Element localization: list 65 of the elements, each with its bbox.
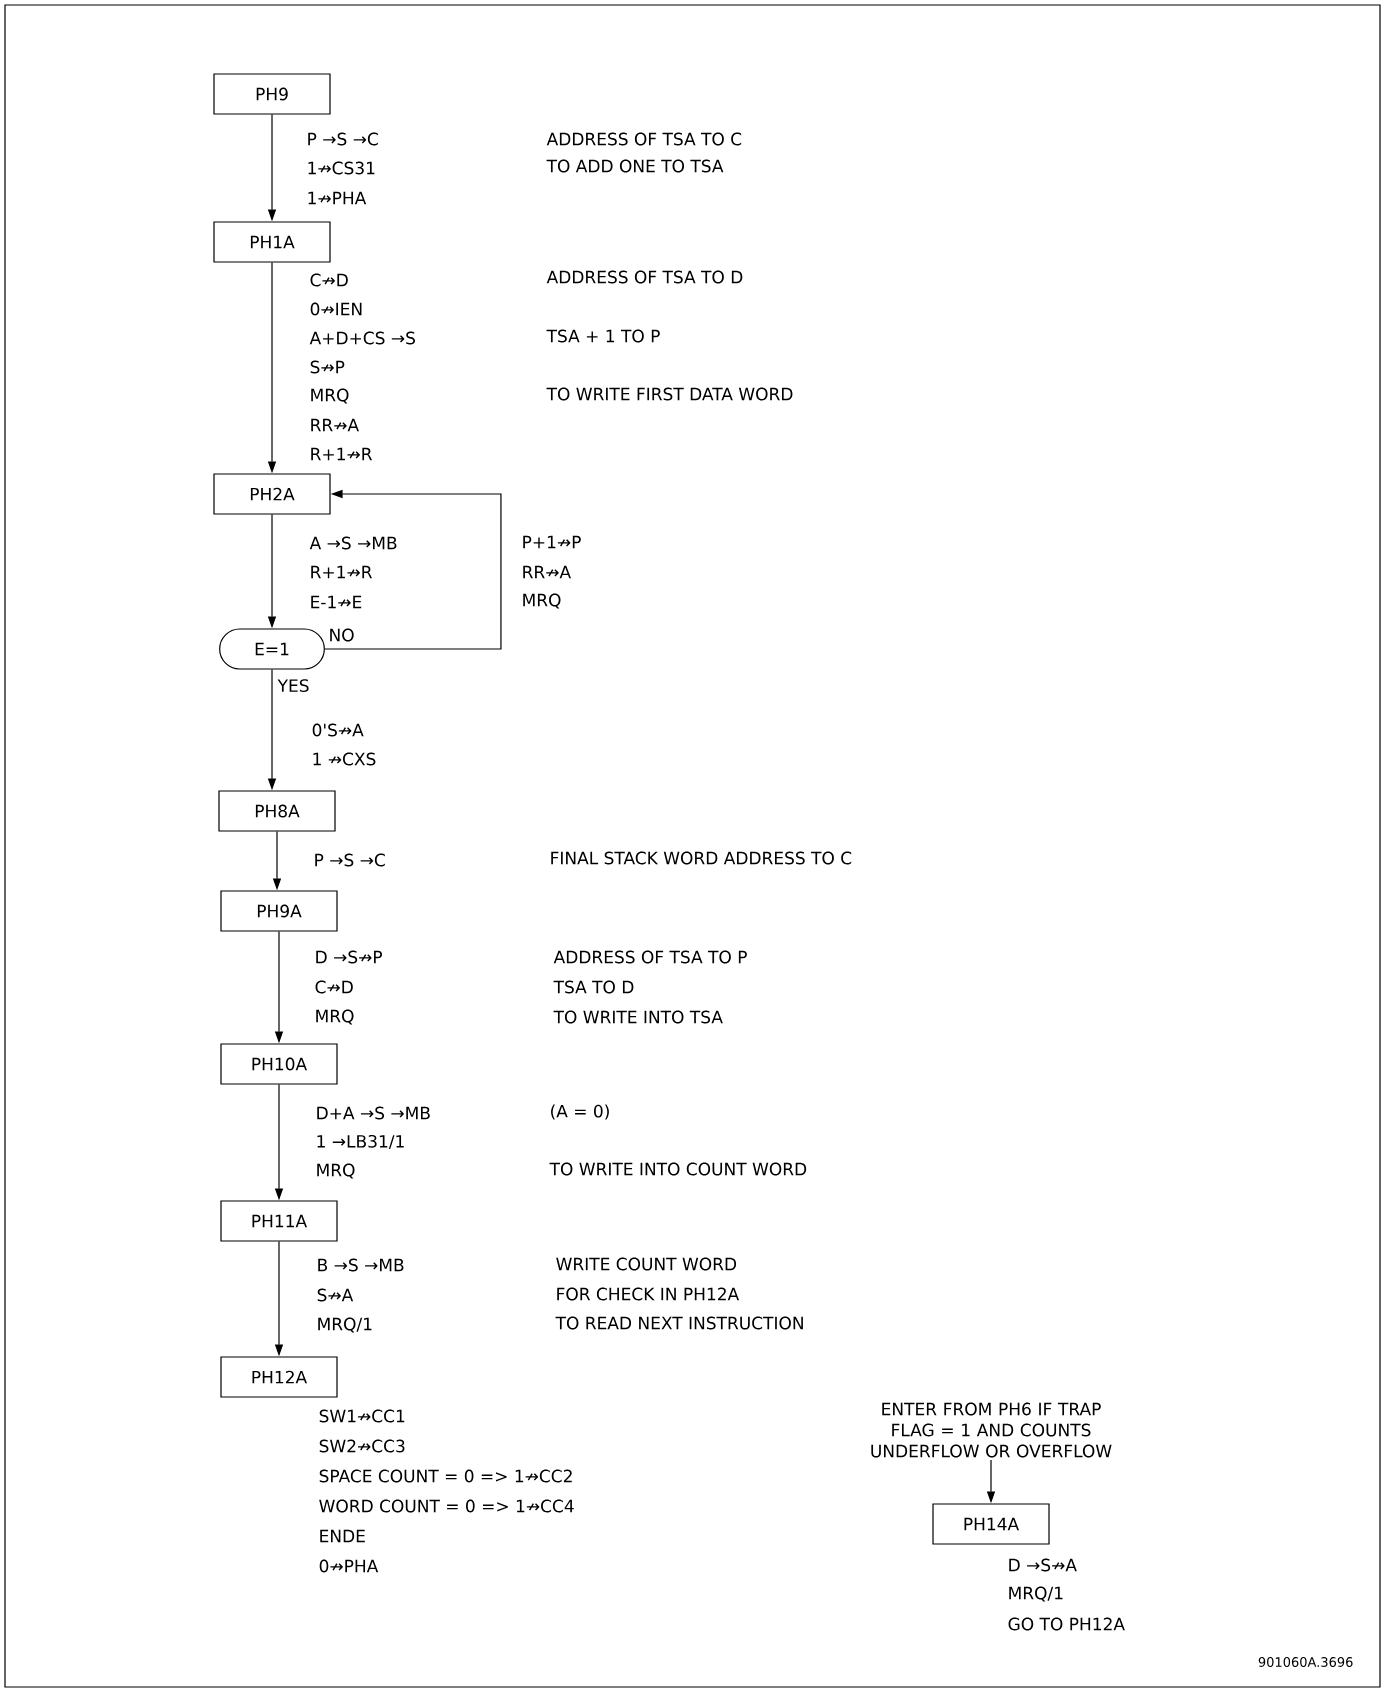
micro-operation-text: D+A →S →MB [317, 1106, 430, 1120]
comment-text: ADDRESS OF TSA TO D [546, 270, 743, 284]
process-box: PH2A [213, 473, 331, 515]
comment-text: TSA + 1 TO P [546, 329, 660, 343]
process-box: PH10A [220, 1043, 338, 1085]
comment-text: TO WRITE INTO COUNT WORD [549, 1162, 807, 1176]
decision-terminal: E=1 [219, 628, 325, 670]
process-box: PH9A [220, 890, 338, 932]
micro-operation-text: RR↛A [311, 418, 359, 432]
process-box: PH14A [932, 1503, 1050, 1545]
micro-operation-text: MRQ [523, 593, 561, 609]
comment-text: ADDRESS OF TSA TO P [553, 950, 747, 964]
comment-text: (A = 0) [551, 1104, 609, 1120]
comment-text: TO WRITE FIRST DATA WORD [546, 387, 793, 401]
process-box: PH1A [213, 221, 331, 263]
micro-operation-text: MRQ [317, 1163, 355, 1179]
micro-operation-text: SW1↛CC1 [319, 1409, 405, 1423]
micro-operation-text: 0↛IEN [310, 302, 362, 316]
micro-operation-text: C↛D [315, 980, 353, 994]
micro-operation-text: B →S →MB [318, 1258, 404, 1272]
comment-text: TO WRITE INTO TSA [553, 1010, 723, 1024]
micro-operation-text: 1↛PHA [308, 191, 367, 205]
micro-operation-text: R+1↛R [311, 447, 373, 461]
comment-text: TSA TO D [553, 980, 634, 994]
micro-operation-text: RR↛A [523, 565, 571, 579]
micro-operation-text: D →S↛P [316, 950, 383, 964]
micro-operation-text: 1 →LB31/1 [317, 1134, 404, 1150]
comment-text: ADDRESS OF TSA TO C [546, 132, 742, 146]
micro-operation-text: P+1↛P [523, 535, 581, 549]
micro-operation-text: 1↛CS31 [308, 161, 375, 175]
micro-operation-text: ENDE [320, 1529, 365, 1543]
process-box: PH11A [220, 1200, 338, 1242]
micro-operation-text: D →S↛A [1009, 1558, 1077, 1572]
micro-operation-text: MRQ/1 [318, 1317, 372, 1333]
micro-operation-text: P →S →C [315, 853, 385, 867]
micro-operation-text: WORD COUNT = 0 => 1↛CC4 [319, 1499, 574, 1513]
comment-text: WRITE COUNT WORD [556, 1257, 737, 1271]
micro-operation-text: 0'S↛A [312, 723, 364, 737]
micro-operation-text: R+1↛R [311, 565, 373, 579]
micro-operation-text: MRQ/1 [1009, 1586, 1063, 1602]
drawing-number: 901060A.3696 [1258, 1657, 1353, 1667]
micro-operation-text: 0↛PHA [319, 1559, 379, 1573]
micro-operation-text: P →S →C [308, 132, 378, 146]
micro-operation-text: SPACE COUNT = 0 => 1↛CC2 [319, 1469, 572, 1483]
comment-text: FOR CHECK IN PH12A [557, 1287, 740, 1301]
comment-text: TO ADD ONE TO TSA [546, 159, 724, 173]
micro-operation-text: A+D+CS →S [309, 331, 415, 345]
micro-operation-text: C↛D [310, 273, 348, 287]
comment-text: FINAL STACK WORD ADDRESS TO C [551, 851, 852, 865]
process-box: PH12A [220, 1356, 338, 1398]
process-box: PH9 [213, 73, 331, 115]
edge-label: NO [327, 627, 356, 643]
edge-label: YES [276, 678, 311, 694]
micro-operation-text: A →S →MB [309, 536, 397, 550]
micro-operation-text: S↛A [317, 1288, 354, 1302]
micro-operation-text: 1 ↛CXS [313, 752, 376, 766]
annotation-text: ENTER FROM PH6 IF TRAP FLAG = 1 AND COUNTS UNDERFLOW OR OVERFLOW [871, 1402, 1112, 1458]
comment-text: TO READ NEXT INSTRUCTION [555, 1316, 803, 1330]
process-box: PH8A [218, 790, 336, 832]
micro-operation-text: E-1↛E [311, 595, 362, 609]
micro-operation-text: SW2↛CC3 [319, 1439, 405, 1453]
micro-operation-text: MRQ [316, 1009, 354, 1025]
micro-operation-text: S↛P [310, 360, 345, 374]
micro-operation-text: MRQ [311, 388, 349, 404]
micro-operation-text: GO TO PH12A [1008, 1617, 1125, 1631]
